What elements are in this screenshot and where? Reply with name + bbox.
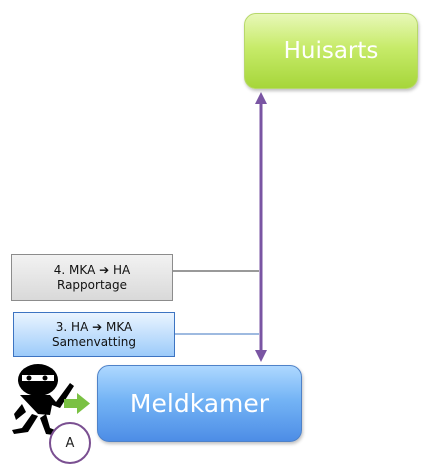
marker-circle-a: A [49,422,91,464]
marker-label: A [65,435,75,451]
message-box-rapportage-line1: 4. MKA ➔ HA [53,262,131,277]
node-huisarts: Huisarts [244,13,418,89]
message-box-rapportage: 4. MKA ➔ HA Rapportage [11,254,173,301]
node-meldkamer-label: Meldkamer [129,389,270,418]
green-arrow-icon [64,393,90,414]
connector-arrowhead-bottom [255,350,267,362]
connector-arrowhead-top [255,92,267,104]
node-huisarts-label: Huisarts [283,38,379,64]
message-box-rapportage-line2: Rapportage [57,277,127,292]
burglar-figure-icon [12,364,74,436]
message-box-samenvatting-line2: Samenvatting [51,334,137,349]
node-meldkamer: Meldkamer [97,365,302,442]
message-box-samenvatting-line1: 3. HA ➔ MKA [55,319,133,334]
message-box-samenvatting: 3. HA ➔ MKA Samenvatting [13,312,175,357]
